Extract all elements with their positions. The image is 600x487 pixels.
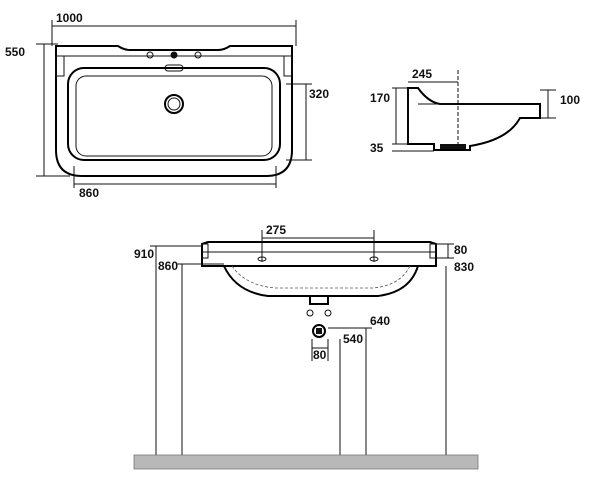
valve-right-icon: [324, 309, 332, 317]
side-view: 245 170 35 100: [370, 67, 580, 155]
outer-height-label: 910: [134, 247, 154, 261]
bowl-inner: [75, 75, 273, 157]
waste-pipe-width-label: 80: [313, 348, 327, 362]
front-rim: [201, 241, 437, 267]
front-rim-left-end: [201, 243, 209, 259]
height-label: 170: [370, 91, 390, 105]
right-shoulder: [283, 55, 293, 77]
floor: [133, 454, 479, 470]
waste-pipe-icon: [312, 324, 326, 338]
bowl-depth-label: 320: [309, 87, 329, 101]
front-bowl-hidden-line: [231, 265, 411, 289]
rim-label: 100: [560, 93, 580, 107]
fixing-spacing-label: 275: [266, 223, 286, 237]
base-label: 35: [370, 141, 384, 155]
tap-hole-center-icon: [170, 51, 178, 59]
overflow-icon: [164, 64, 184, 72]
front-rim-right-end: [429, 243, 437, 259]
drain-inner-icon: [167, 97, 181, 111]
left-shoulder: [55, 55, 65, 77]
fixing-hole-left-icon: [257, 256, 267, 262]
depth-label: 550: [5, 45, 25, 59]
drain-icon: [164, 94, 184, 114]
waste-outlet-side: [440, 144, 466, 149]
front-view: 275 80 830 80 910: [133, 223, 479, 470]
waste-pipe-core-icon: [316, 328, 322, 334]
side-profile: [407, 87, 541, 151]
front-bowl-underside: [223, 265, 419, 297]
bowl-outer: [67, 67, 281, 161]
tap-hole-right-icon: [194, 51, 202, 59]
projection-label: 245: [412, 67, 432, 81]
top-view: 1000 550 320 860: [5, 11, 329, 200]
bowl-width-label: 860: [79, 186, 99, 200]
rim-height-label: 830: [454, 260, 474, 274]
fixing-hole-right-icon: [369, 256, 379, 262]
waste-pipe-height-label: 540: [343, 332, 363, 346]
inner-height-label: 860: [158, 259, 178, 273]
valve-left-icon: [306, 309, 314, 317]
basin-outline: [55, 45, 293, 177]
front-waste: [309, 295, 329, 305]
tap-hole-left-icon: [146, 51, 154, 59]
width-label: 1000: [56, 11, 83, 25]
waste-height-label: 640: [370, 314, 390, 328]
rim-thickness-label: 80: [454, 243, 468, 257]
